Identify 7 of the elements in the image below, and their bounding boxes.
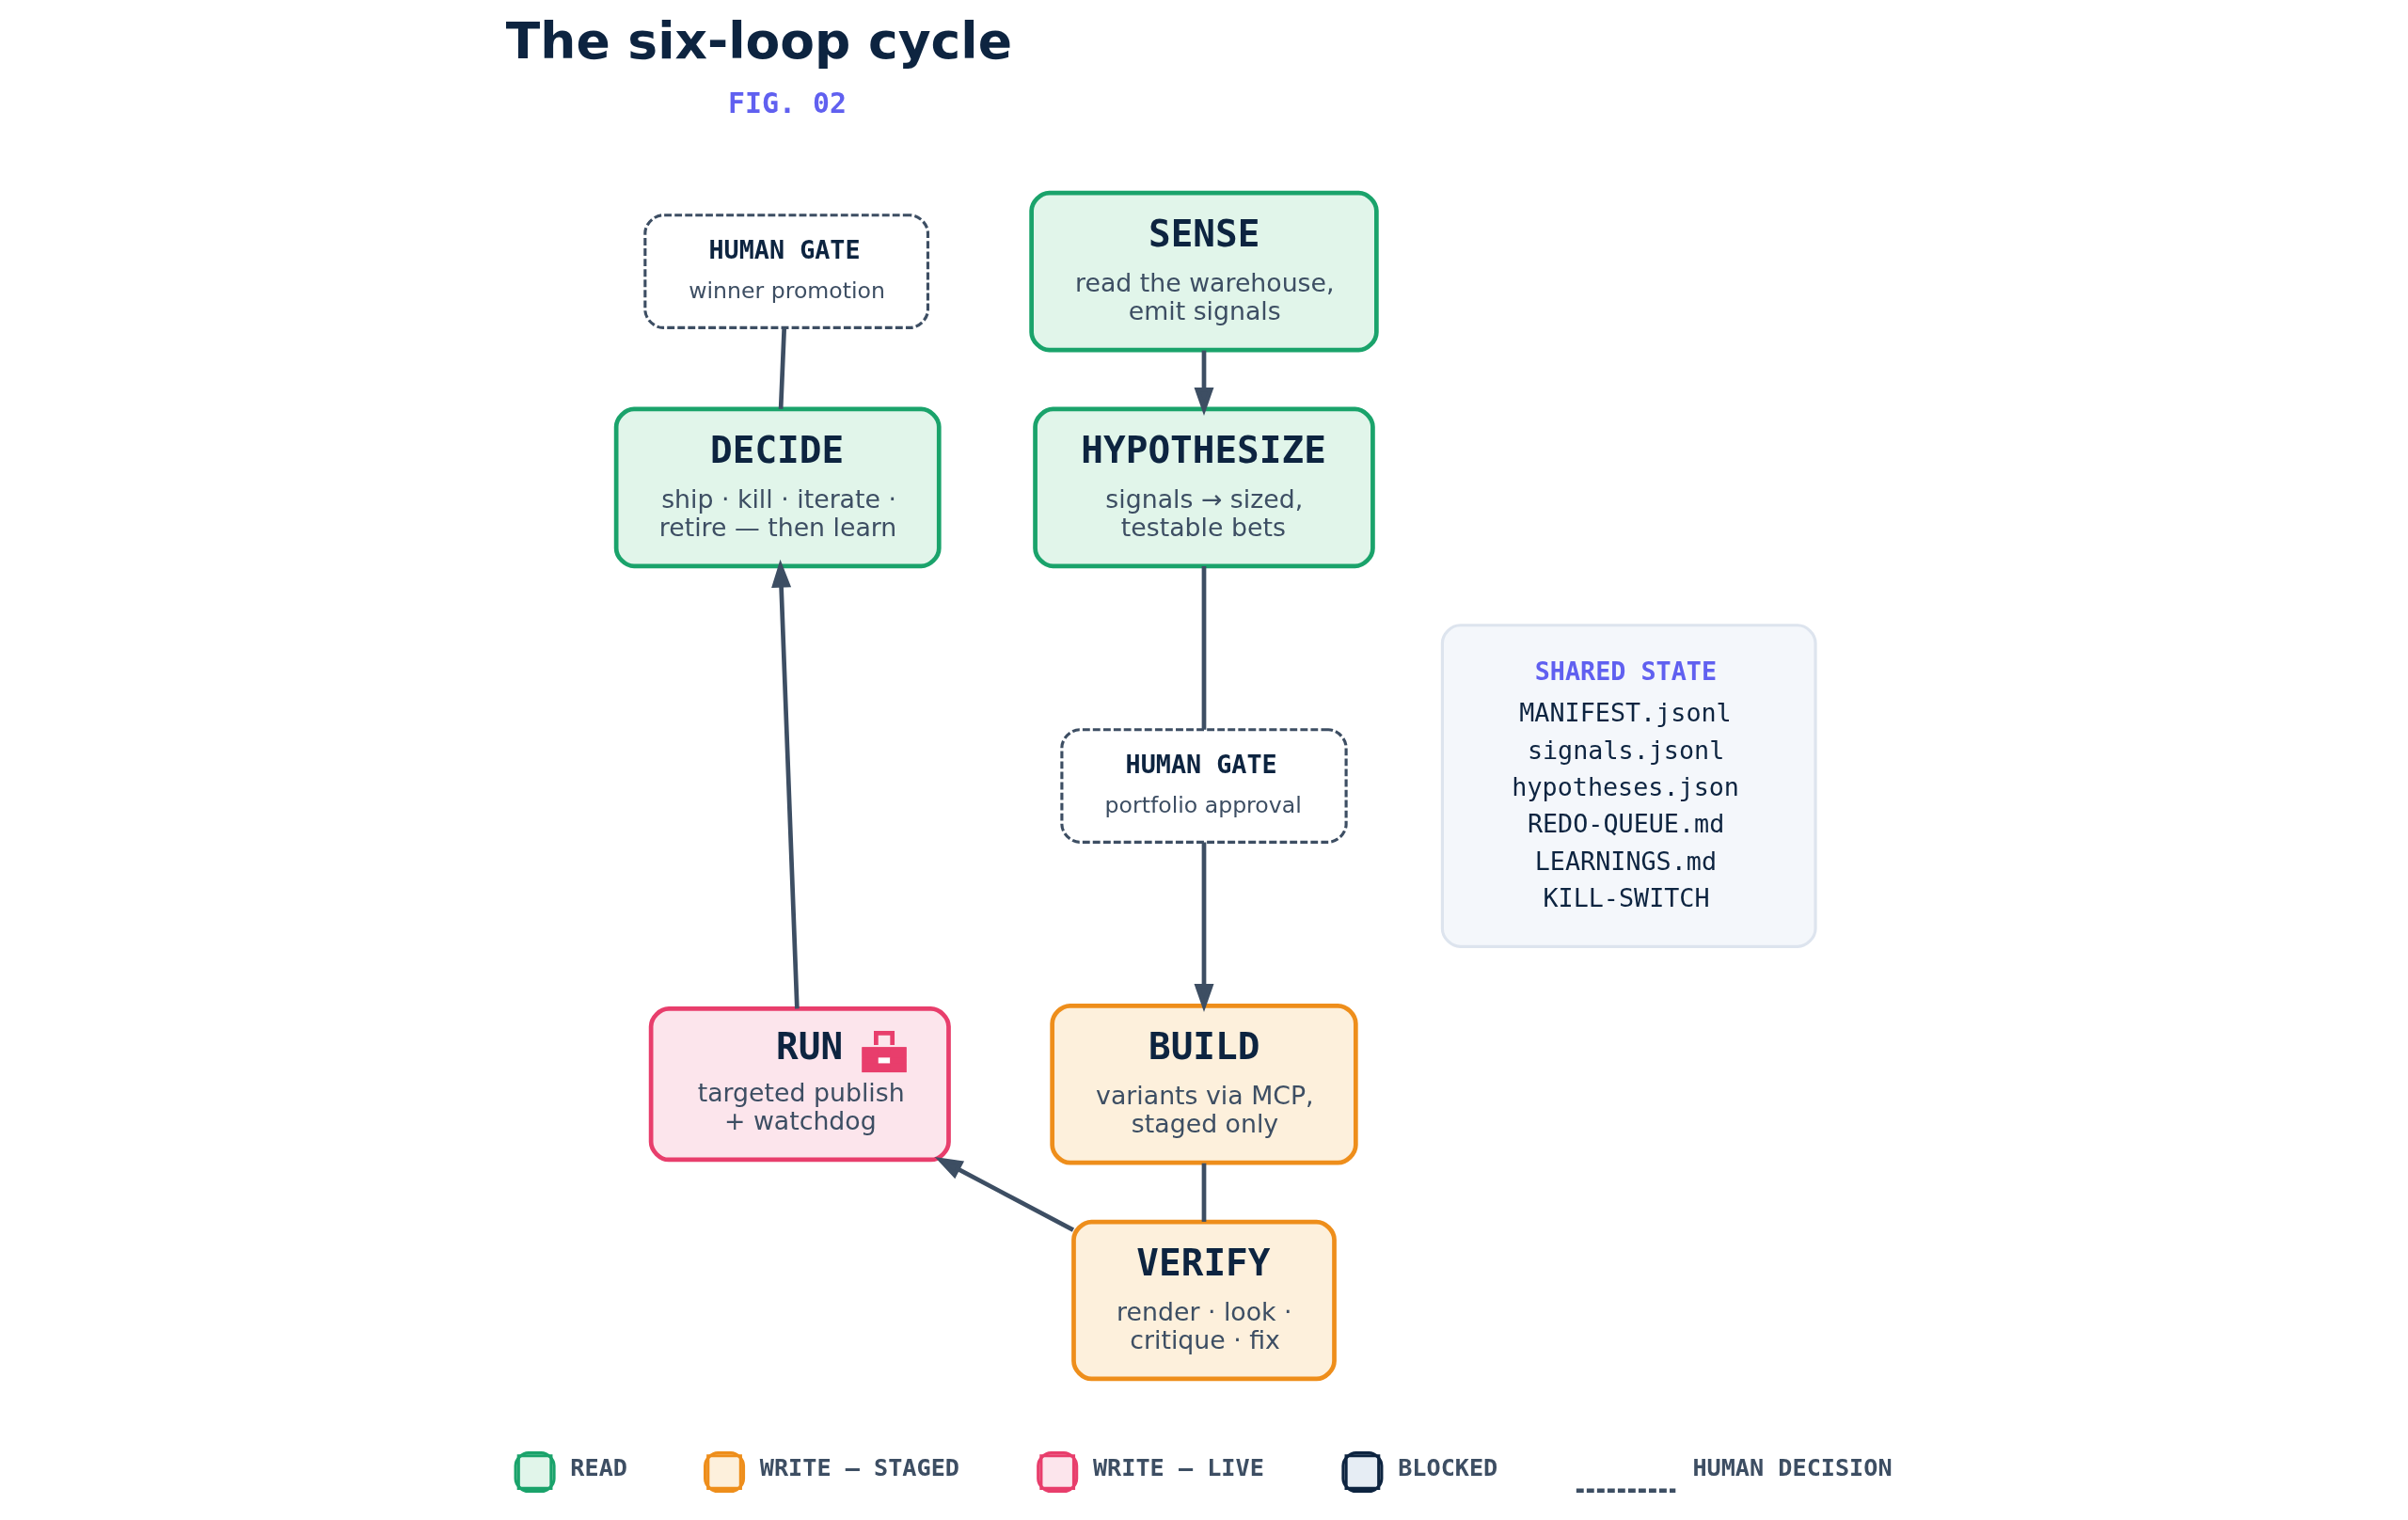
legend-label: HUMAN DECISION (1692, 1454, 1893, 1482)
diagram-title: The six-loop cycle (505, 11, 1012, 71)
label: FIG. 02 (727, 86, 847, 119)
legend-label: WRITE — STAGED (759, 1454, 959, 1482)
legend-label: READ (570, 1454, 627, 1482)
legend-label: BLOCKED (1398, 1454, 1498, 1482)
legend-label: WRITE — LIVE (1092, 1454, 1264, 1482)
